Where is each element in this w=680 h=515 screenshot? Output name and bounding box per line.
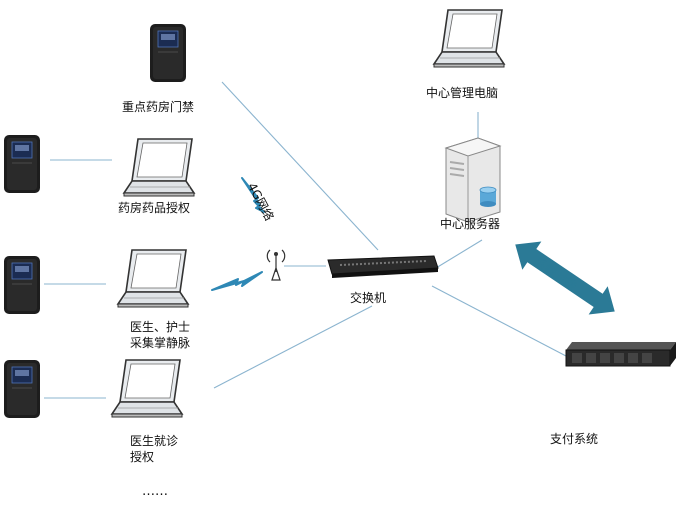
laptop-icon	[111, 359, 183, 418]
palm-vein-reader-icon	[3, 359, 41, 419]
label-switch: 交换机	[350, 291, 387, 305]
antenna-icon	[266, 249, 286, 281]
network-switch-icon	[327, 255, 439, 278]
line-switch-to-payment	[431, 285, 567, 357]
label-payment-system: 支付系统	[550, 432, 599, 446]
link-lines	[44, 81, 567, 399]
palm-vein-reader-icon	[3, 134, 41, 194]
label-center-pc: 中心管理电脑	[426, 86, 499, 100]
label-pharmacy-access: 重点药房门禁	[122, 100, 195, 114]
label-doctor-line1: 医生就诊	[130, 434, 179, 448]
label-nurse-line1: 医生、护士	[130, 320, 191, 334]
line-switch-to-server	[435, 239, 483, 269]
label-nurse-line2: 采集掌静脉	[130, 336, 191, 350]
rack-server-icon	[565, 342, 676, 367]
lightning-bolt-upper-icon	[241, 177, 265, 213]
laptop-icon	[117, 249, 189, 308]
label-pharmacy-auth: 药房药品授权	[118, 201, 191, 215]
system-link-arrow-icon	[515, 241, 615, 315]
line-access-to-switch	[221, 81, 379, 251]
label-center-server: 中心服务器	[440, 217, 501, 231]
laptop-icon	[433, 9, 505, 68]
palm-vein-reader-icon	[149, 23, 187, 83]
lightning-bolt-lower-icon	[211, 271, 263, 291]
palm-vein-reader-icon	[3, 255, 41, 315]
tower-server-icon	[444, 137, 502, 223]
laptop-icon	[123, 138, 195, 197]
label-ellipsis: ……	[142, 484, 168, 499]
line-laptop3-to-switch	[213, 305, 373, 389]
label-doctor-line2: 授权	[130, 450, 155, 464]
